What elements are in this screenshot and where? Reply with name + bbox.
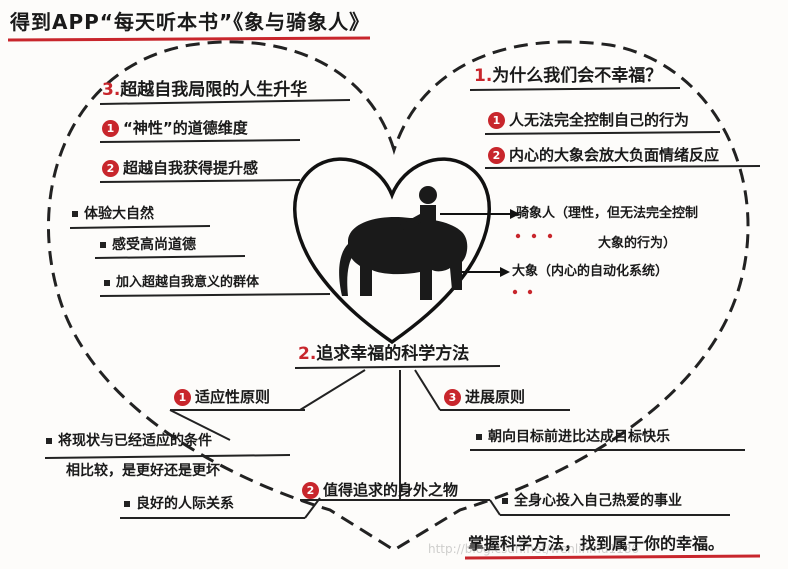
bullet-text: 全身心投入自己热爱的事业 xyxy=(514,493,682,509)
page-title: 得到APP“每天听本书”《象与骑象人》 xyxy=(10,10,371,34)
section-3-number: 3. xyxy=(102,80,121,100)
section-3-item-1-text: “神性”的道德维度 xyxy=(123,119,248,137)
emphasis-dots xyxy=(512,233,553,295)
section-3-title: 超越自我局限的人生升华 xyxy=(120,80,308,100)
bullet-icon xyxy=(46,438,52,444)
bullet-icon xyxy=(104,279,110,286)
bullet-text: 加入超越自我意义的群体 xyxy=(116,275,260,290)
bullet-text: 感受高尚道德 xyxy=(112,237,196,253)
section-1-item-1-text: 人无法完全控制自己的行为 xyxy=(509,111,690,129)
small-heart-outline xyxy=(293,157,491,345)
bullet-text: 良好的人际关系 xyxy=(136,496,234,512)
section-2-item-1-text: 适应性原则 xyxy=(195,388,271,406)
big-heart-outline xyxy=(47,40,750,552)
section-3-item-1: 1“神性”的道德维度 xyxy=(102,120,248,137)
item-number-badge: 1 xyxy=(488,112,505,129)
rider-label-line2: 大象的行为） xyxy=(598,236,677,251)
section-1-heading: 1.为什么我们会不幸福？ xyxy=(474,68,662,85)
section-2-item-2-bullet: 全身心投入自己热爱的事业 xyxy=(502,494,682,508)
item-number-badge: 3 xyxy=(444,389,461,406)
section-2-item-1-bullet-1-cont: 相比较，是更好还是更坏 xyxy=(66,463,220,479)
section-2-item-3-bullet: 朝向目标前进比达成目标快乐 xyxy=(476,430,670,444)
bullet-icon xyxy=(100,242,106,248)
item-number-badge: 1 xyxy=(174,389,191,406)
bullet-icon xyxy=(502,498,508,504)
bullet-icon xyxy=(476,434,482,440)
section-2-item-1-bullet-2: 良好的人际关系 xyxy=(124,497,234,511)
watermark-url: http://blog.csdn.net/wenlinmu1186 xyxy=(428,542,640,556)
section-3-bullet-2: 感受高尚道德 xyxy=(100,238,196,252)
section-2-item-1-bullet-1: 将现状与已经适应的条件 xyxy=(46,434,212,448)
bullet-icon xyxy=(72,211,78,217)
elephant-label: 大象（内心的自动化系统） xyxy=(512,264,669,279)
section-2-item-2-text: 值得追求的身外之物 xyxy=(323,481,459,499)
rider-label: 骑象人（理性，但无法完全控制 xyxy=(516,206,699,221)
section-3-bullet-3: 加入超越自我意义的群体 xyxy=(104,276,259,289)
section-1-number: 1. xyxy=(474,66,493,86)
section-3-item-2-text: 超越自我获得提升感 xyxy=(123,159,259,177)
item-number-badge: 2 xyxy=(488,147,505,164)
rider-icon xyxy=(398,186,437,231)
elephant-icon xyxy=(339,216,468,300)
section-3-bullet-1: 体验大自然 xyxy=(72,207,154,221)
item-number-badge: 1 xyxy=(102,120,119,137)
item-number-badge: 2 xyxy=(102,160,119,177)
section-2-title: 追求幸福的科学方法 xyxy=(316,344,470,364)
section-1-title: 为什么我们会不幸福？ xyxy=(492,66,663,86)
section-2-number: 2. xyxy=(298,344,317,364)
section-2-heading: 2.追求幸福的科学方法 xyxy=(298,346,469,363)
section-3-heading: 3.超越自我局限的人生升华 xyxy=(102,82,307,99)
item-number-badge: 2 xyxy=(302,482,319,499)
section-1-item-2-text: 内心的大象会放大负面情绪反应 xyxy=(509,146,720,164)
bullet-text: 朝向目标前进比达成目标快乐 xyxy=(488,429,670,445)
bullet-icon xyxy=(124,501,130,507)
section-2-item-3-text: 进展原则 xyxy=(465,388,526,406)
bullet-text: 将现状与已经适应的条件 xyxy=(58,433,212,449)
footer-slogan: 掌握科学方法，找到属于你的幸福。 xyxy=(468,534,725,553)
bullet-text: 体验大自然 xyxy=(84,206,154,222)
